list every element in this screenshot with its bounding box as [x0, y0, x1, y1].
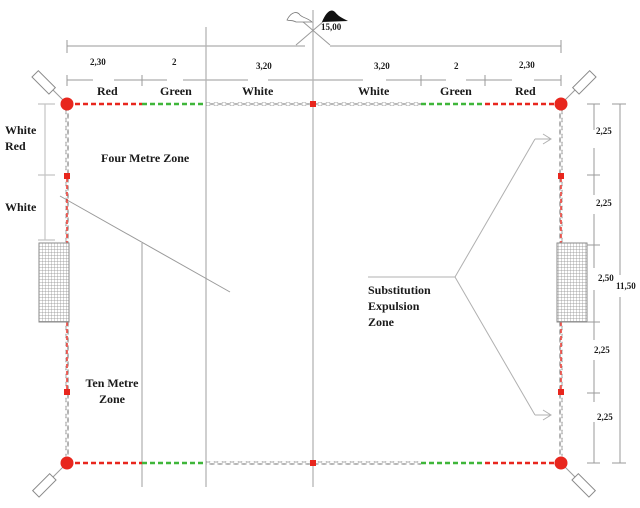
right-dimension-lines: [587, 103, 626, 464]
corner-buoy-icon: [571, 472, 597, 498]
label-top-green-right: Green: [440, 84, 472, 98]
ten-metre-zone-label: Ten Metre Zone: [82, 375, 142, 407]
ten-metre-zone-line2: Zone: [98, 392, 125, 406]
dim-right-5: 2,25: [597, 412, 613, 422]
label-top-green-left: Green: [160, 84, 192, 98]
corner-buoys: [31, 69, 597, 498]
dim-top-white-left: 3,20: [256, 61, 272, 71]
bottom-boundary: [67, 460, 561, 466]
four-metre-zone-label: Four Metre Zone: [101, 151, 190, 165]
substitution-zone-label: Substitution Expulsion Zone: [368, 282, 431, 330]
dim-top-white-right: 3,20: [374, 61, 390, 71]
dim-top-green-right: 2: [454, 61, 459, 71]
black-flag-icon: [322, 10, 348, 22]
substitution-zone-line2: Expulsion: [368, 299, 420, 313]
left-zone-guide: [38, 103, 55, 241]
label-left-red: Red: [5, 139, 26, 153]
dim-right-2: 2,25: [596, 198, 612, 208]
label-left-white-upper: White: [5, 123, 37, 137]
four-metre-pointer-line: [59, 195, 231, 293]
label-top-white-left: White: [242, 84, 274, 98]
ten-metre-zone-line1: Ten Metre: [85, 376, 139, 390]
field-guide-lines: [141, 10, 314, 487]
overall-width-label: 11,50: [616, 281, 636, 291]
overall-length-label: 15,00: [321, 22, 342, 32]
left-boundary: [64, 104, 70, 463]
white-flag-icon: [286, 12, 313, 23]
corner-buoy-icon: [571, 69, 597, 95]
substitution-zone-line1: Substitution: [368, 283, 431, 297]
dim-right-1: 2,25: [596, 126, 612, 136]
label-top-red-left: Red: [97, 84, 118, 98]
top-boundary: [67, 101, 561, 107]
label-left-white-lower: White: [5, 200, 37, 214]
corner-buoy-icon: [31, 69, 57, 95]
center-flags: [286, 10, 348, 46]
label-top-white-right: White: [358, 84, 390, 98]
dim-right-3: 2,50: [598, 273, 614, 283]
substitution-zone-line3: Zone: [368, 315, 395, 329]
right-boundary: [558, 104, 564, 463]
segment-dimension-line: [66, 75, 562, 86]
right-goal-net-icon: [556, 242, 588, 323]
overall-length-dimension: [66, 40, 562, 53]
left-goal-net-icon: [38, 242, 70, 323]
substitution-zone-pointer: [368, 133, 552, 421]
corner-buoy-icon: [31, 472, 57, 498]
label-top-red-right: Red: [515, 84, 536, 98]
dim-top-red-right: 2,30: [519, 60, 535, 70]
dim-right-4: 2,25: [594, 345, 610, 355]
dim-top-red-left: 2,30: [90, 57, 106, 67]
dim-top-green-left: 2: [172, 57, 177, 67]
